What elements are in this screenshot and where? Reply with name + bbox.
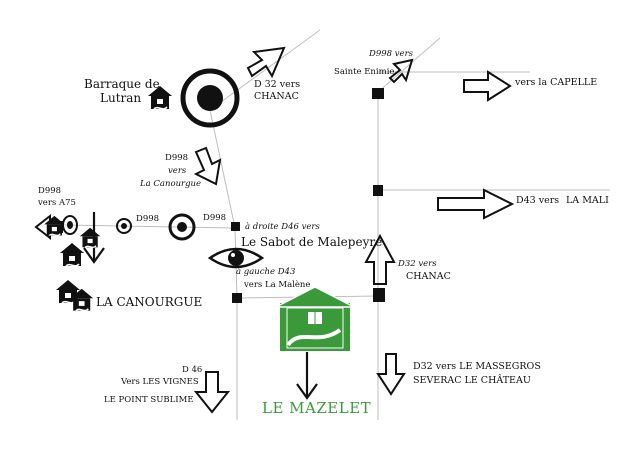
label-vers-la-malene: vers La Malène bbox=[244, 280, 311, 290]
label-d32-chanac-top: D 32 vers bbox=[254, 79, 301, 90]
label-chanac-mid: CHANAC bbox=[406, 271, 451, 282]
arrow-icon bbox=[34, 46, 515, 414]
label-vers-canourgue: vers bbox=[168, 166, 187, 176]
house-icon bbox=[79, 227, 101, 249]
mazelet-house-icon bbox=[275, 286, 355, 351]
label-point-sublime: LE POINT SUBLIME bbox=[104, 395, 194, 405]
label-gauche-d43: à gauche D43 bbox=[236, 267, 296, 277]
label-d32-massegros: D32 vers LE MASSEGROS bbox=[413, 361, 541, 372]
label-le-mazelet: LE MAZELET bbox=[262, 399, 372, 417]
label-vers-la-capelle: vers la CAPELLE bbox=[515, 77, 598, 88]
label-d998-vers-top: D998 vers bbox=[369, 49, 413, 59]
label-vers-les-vignes: Vers LES VIGNES bbox=[121, 377, 199, 387]
junction-square bbox=[231, 88, 385, 303]
label-droite-d46: à droite D46 vers bbox=[245, 222, 320, 232]
label-chanac-top: CHANAC bbox=[254, 91, 299, 102]
label-la-canourgue: LA CANOURGUE bbox=[96, 295, 203, 309]
label-barraque: Barraque de bbox=[84, 77, 160, 91]
label-sainte-enimie: Sainte Enimie bbox=[334, 67, 395, 77]
house-icon bbox=[59, 242, 85, 267]
label-d32-chanac-mid: D32 vers bbox=[398, 259, 437, 269]
eye-icon bbox=[207, 247, 265, 269]
label-d998-mid1: D998 bbox=[136, 214, 160, 224]
label-d998-mid2: D998 bbox=[203, 213, 227, 223]
label-sabot-malepeyre: Le Sabot de Malepeyre bbox=[241, 235, 383, 249]
label-lutran: Lutran bbox=[100, 91, 142, 105]
label-d998-canourgue: D998 bbox=[165, 153, 189, 163]
label-d43-vers: D43 vers bbox=[516, 195, 560, 206]
label-vers-a75: vers A75 bbox=[38, 198, 76, 208]
target-icon bbox=[180, 68, 240, 128]
label-la-canourgue-small: La Canourgue bbox=[140, 179, 202, 189]
label-severac: SEVERAC LE CHÂTEAU bbox=[413, 375, 531, 386]
label-d46: D 46 bbox=[182, 365, 203, 375]
label-la-mali: LA MALI bbox=[566, 195, 609, 206]
label-d998-a75: D998 bbox=[38, 186, 62, 196]
target-icon bbox=[116, 218, 132, 234]
target-icon bbox=[168, 213, 196, 241]
